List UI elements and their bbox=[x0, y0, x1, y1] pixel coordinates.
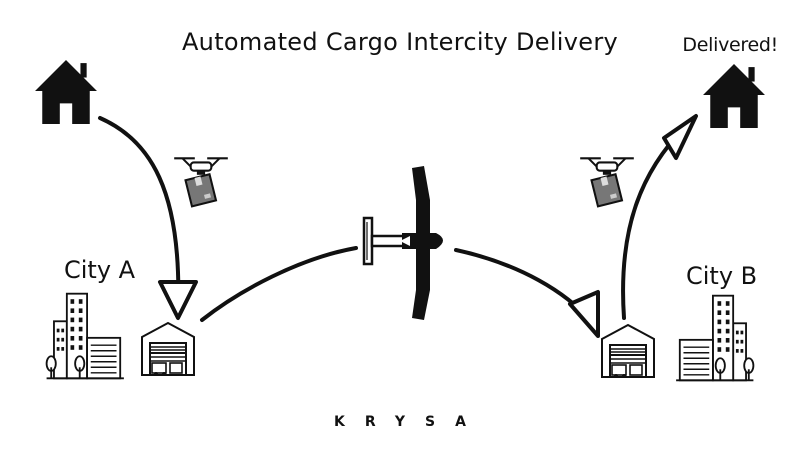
fixed-wing-aircraft-icon bbox=[364, 166, 443, 320]
arrow-icon-aircraft-to-warehouse-b bbox=[456, 250, 598, 336]
brand-logo-text: KRYSA bbox=[0, 414, 800, 430]
diagram-title: Automated Cargo Intercity Delivery bbox=[0, 28, 800, 56]
arrow-icon-house-to-warehouse-a bbox=[100, 118, 196, 318]
city-buildings-icon-a bbox=[47, 294, 124, 379]
city-a-label: City A bbox=[64, 256, 135, 284]
warehouse-icon-a bbox=[142, 323, 194, 376]
warehouse-icon-b bbox=[602, 325, 654, 378]
house-icon-destination bbox=[703, 64, 765, 128]
delivered-label: Delivered! bbox=[682, 34, 778, 56]
drone-with-package-icon-a bbox=[174, 158, 228, 206]
arrow-icon-warehouse-a-to-aircraft bbox=[202, 248, 356, 320]
house-icon-origin bbox=[35, 60, 97, 124]
drone-with-package-icon-b bbox=[580, 158, 634, 206]
city-b-label: City B bbox=[686, 262, 757, 290]
city-buildings-icon-b bbox=[676, 296, 753, 381]
